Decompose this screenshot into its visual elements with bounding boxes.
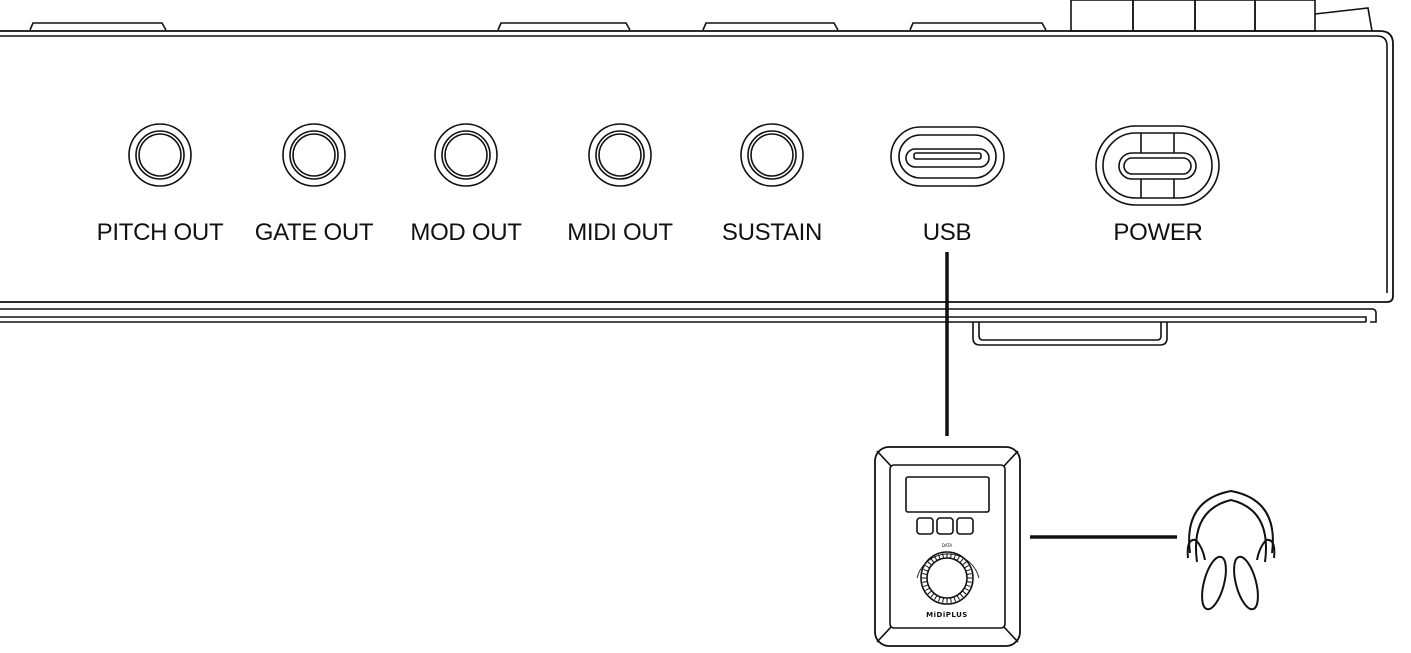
knob-tick [961, 590, 967, 595]
knob-tick [925, 565, 930, 569]
label-mod-out: MOD OUT [410, 219, 522, 246]
knob-tick [956, 556, 960, 561]
knob-tick [930, 558, 935, 564]
jack-pitch-out [128, 123, 192, 187]
knob-tick [923, 584, 929, 588]
knob-icon [920, 551, 974, 605]
knob-tick [949, 597, 952, 603]
knob-tick [949, 553, 952, 559]
label-sustain: SUSTAIN [722, 219, 822, 246]
label-pitch-out: PITCH OUT [97, 219, 224, 246]
knob-tick [930, 592, 935, 598]
knob-tick [966, 580, 972, 583]
jack-mod-out [434, 123, 498, 187]
label-gate-out: GATE OUT [255, 219, 374, 246]
brand-logo: MiDiPLUS [926, 611, 968, 619]
module-button-3 [956, 517, 974, 535]
knob-tick [964, 587, 969, 591]
knob-tick [923, 568, 929, 572]
module-button-2 [936, 517, 954, 535]
knob-tick [937, 554, 941, 560]
knob-tick [965, 584, 971, 588]
knob-tick [953, 596, 957, 602]
jack-midi-out [588, 123, 652, 187]
knob-tick [922, 573, 928, 576]
knob-tick [956, 595, 960, 600]
top-tabs [29, 22, 1047, 31]
port-labels: PITCH OUT GATE OUT MOD OUT MIDI OUT SUST… [97, 219, 1203, 246]
knob-tick [925, 587, 930, 591]
power-port-icon [1095, 125, 1220, 206]
usb-c-icon [890, 126, 1005, 187]
knob-tick [934, 595, 938, 600]
knob-tick [966, 573, 972, 576]
knob-tick [927, 561, 933, 566]
knob-tick [942, 597, 945, 603]
jack-sustain [740, 123, 804, 187]
knob-tick [937, 596, 941, 602]
knob-tick [959, 592, 964, 598]
headphones-icon [1186, 489, 1276, 611]
knob-tick [942, 553, 945, 559]
module-display [905, 476, 990, 513]
label-midi-out: MIDI OUT [567, 219, 673, 246]
knob-tick [965, 568, 971, 572]
jack-gate-out [282, 123, 346, 187]
knob-tick [927, 590, 933, 595]
top-right-blocks [1070, 0, 1373, 32]
module-button-1 [916, 517, 934, 535]
knob-tick [953, 554, 957, 560]
knob-tick [959, 558, 964, 564]
knob-tick [934, 556, 938, 561]
sound-module [874, 446, 1021, 647]
knob-label: DATA [942, 543, 953, 548]
knob-tick [964, 565, 969, 569]
knob-tick [961, 561, 967, 566]
rear-panel-body [0, 30, 1394, 346]
label-usb: USB [923, 219, 971, 246]
knob-tick [922, 580, 928, 583]
label-power: POWER [1113, 219, 1202, 246]
